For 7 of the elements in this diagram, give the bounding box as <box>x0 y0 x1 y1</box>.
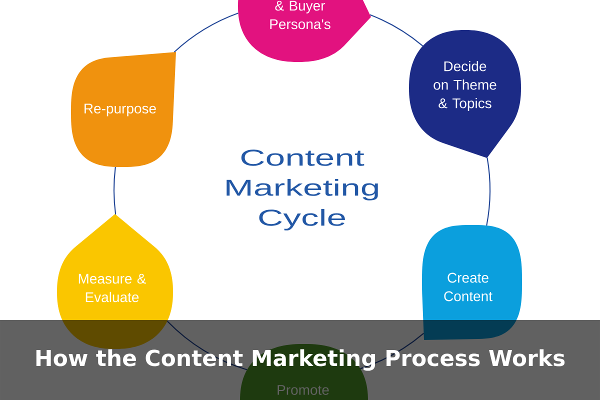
connector-line <box>113 166 116 214</box>
connector-line <box>360 332 424 370</box>
connector-line <box>370 14 424 46</box>
connector-line <box>486 158 491 226</box>
diagram-title: Content Marketing Cycle <box>226 150 378 230</box>
connector-line <box>166 320 248 370</box>
connector-line <box>174 12 238 53</box>
